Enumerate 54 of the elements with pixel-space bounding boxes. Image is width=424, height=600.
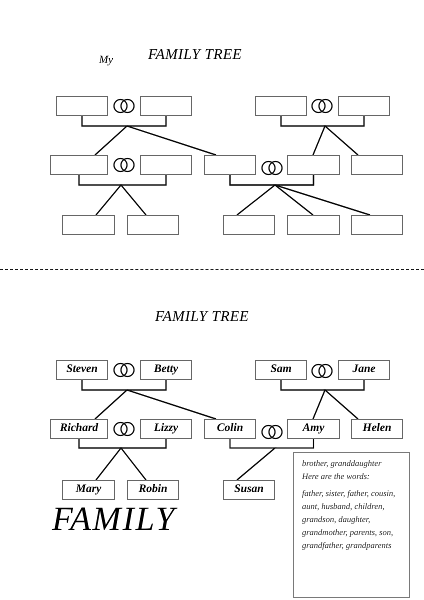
family-heading: FAMILY xyxy=(52,500,176,540)
word-list-heading: Here are the words: xyxy=(302,470,371,483)
empty-name-box xyxy=(204,155,256,175)
name-text: Mary xyxy=(76,482,102,498)
title-text: FAMILY TREE xyxy=(155,308,249,327)
family-line xyxy=(323,116,365,156)
name-text: Jane xyxy=(352,362,376,378)
name-box xyxy=(338,360,390,380)
title-text: FAMILY TREE xyxy=(148,46,242,65)
name-box xyxy=(223,480,275,500)
family-line xyxy=(120,175,167,216)
name-text: Richard xyxy=(60,421,98,436)
empty-name-box xyxy=(287,155,340,175)
word-list-text: brother, granddaughter xyxy=(302,457,382,470)
name-box xyxy=(50,419,108,439)
name-text: Betty xyxy=(154,362,178,378)
name-text: Susan xyxy=(234,482,264,498)
empty-name-box xyxy=(223,215,275,235)
family-line xyxy=(126,380,216,420)
name-text: Steven xyxy=(66,362,98,378)
name-text: Sam xyxy=(270,362,292,378)
name-box xyxy=(56,360,108,380)
empty-name-box xyxy=(140,155,192,175)
family-line xyxy=(120,439,167,480)
name-box xyxy=(140,360,192,380)
empty-name-box xyxy=(351,155,403,175)
family-line xyxy=(323,380,365,420)
family-line xyxy=(126,116,216,156)
name-text: Amy xyxy=(302,421,324,436)
name-box xyxy=(62,480,115,500)
empty-name-box xyxy=(62,215,115,235)
empty-name-box xyxy=(56,96,108,116)
title-text: My xyxy=(99,53,114,68)
name-box xyxy=(140,419,192,439)
name-text: Colin xyxy=(216,421,244,436)
word-list-card xyxy=(293,452,410,598)
empty-name-box xyxy=(255,96,307,116)
word-list-text: father, sister, father, cousin, aunt, husband, children, grandson, daughter, grandmother, parents, son, grandfather, grandparents xyxy=(302,487,396,552)
empty-name-box xyxy=(287,215,340,235)
family-line xyxy=(236,439,314,480)
name-box xyxy=(351,419,403,439)
name-box xyxy=(127,480,179,500)
name-text: Robin xyxy=(138,482,168,498)
name-box xyxy=(255,360,307,380)
name-text: Helen xyxy=(362,421,392,436)
name-text: Lizzy xyxy=(154,421,178,436)
empty-name-box xyxy=(351,215,403,235)
empty-name-box xyxy=(338,96,390,116)
name-box xyxy=(287,419,340,439)
family-line xyxy=(274,175,370,216)
name-box xyxy=(204,419,256,439)
empty-name-box xyxy=(50,155,108,175)
empty-name-box xyxy=(127,215,179,235)
empty-name-box xyxy=(140,96,192,116)
